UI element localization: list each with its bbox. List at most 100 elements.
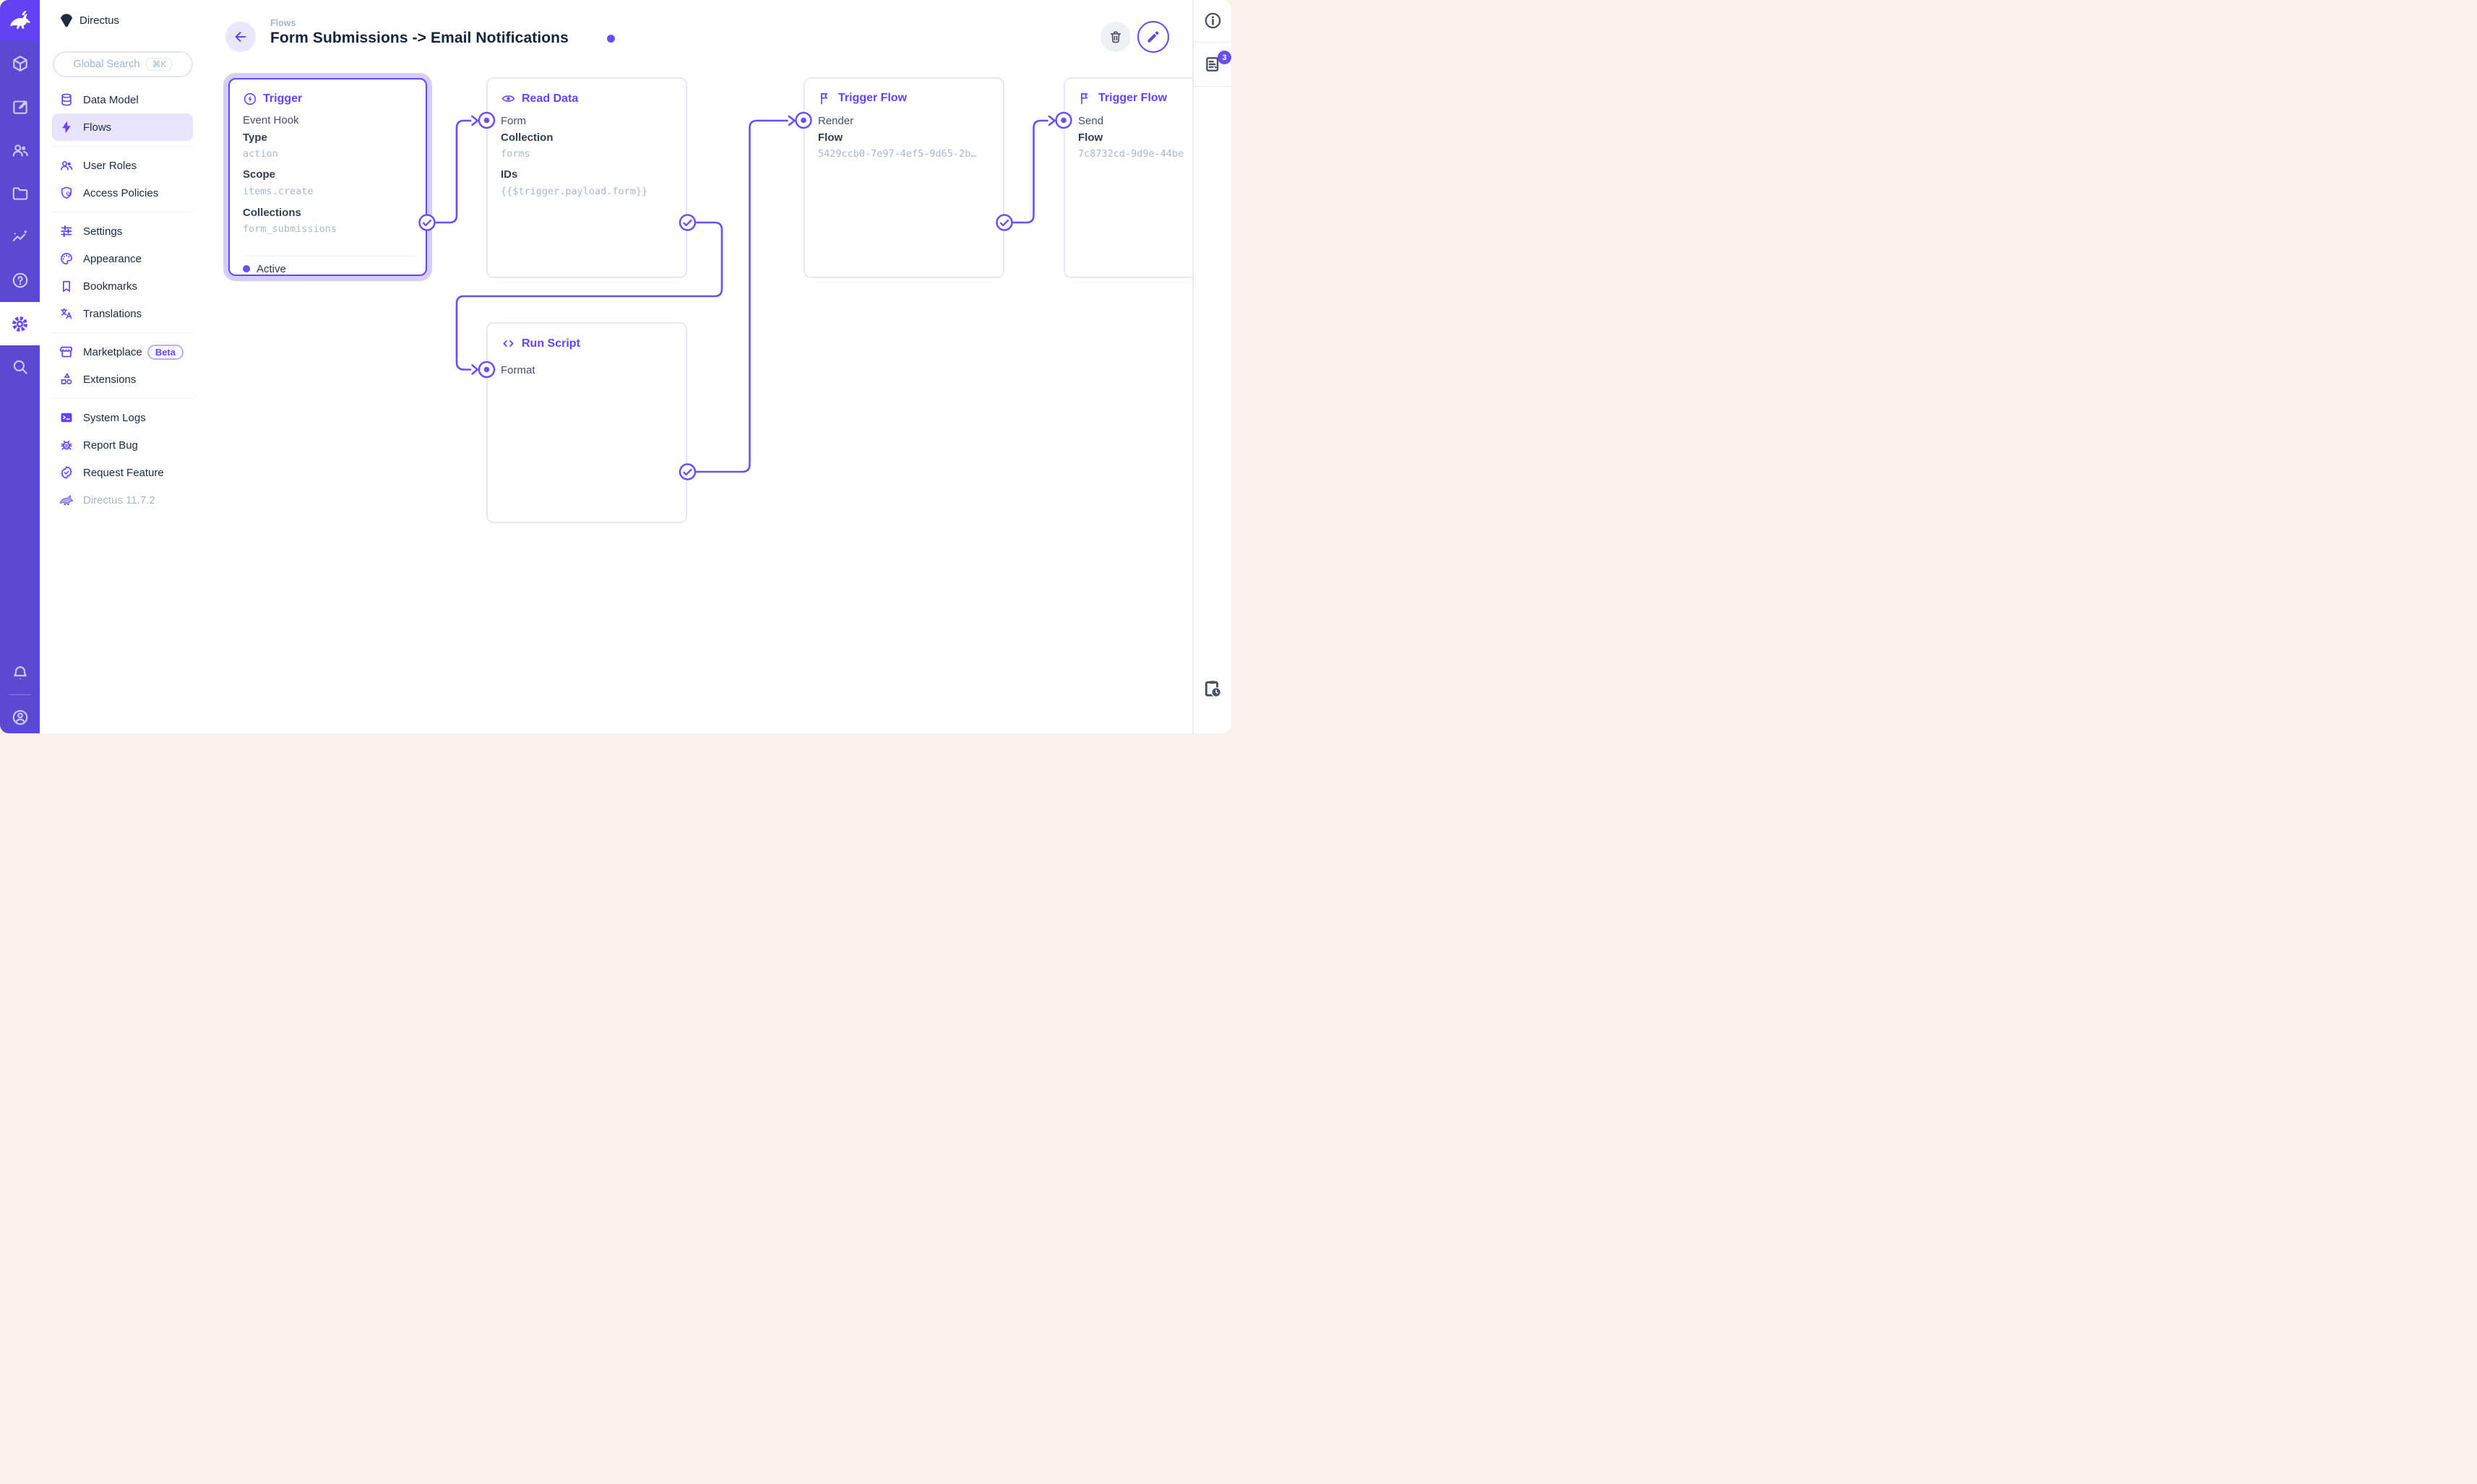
avatar-icon — [12, 709, 27, 725]
field-label: Scope — [243, 168, 276, 181]
sidebar-item-system-logs[interactable]: System Logs — [52, 404, 193, 431]
folder-icon — [12, 187, 27, 200]
panel-title: Read Data — [522, 92, 579, 105]
module-users[interactable] — [0, 139, 40, 161]
palette-icon — [59, 251, 74, 266]
info-button[interactable] — [1194, 11, 1231, 30]
flag-icon — [821, 92, 827, 105]
sidebar-item-user-roles[interactable]: User Roles — [52, 152, 193, 179]
back-button[interactable] — [225, 22, 256, 52]
beta-badge: Beta — [147, 344, 184, 360]
sidebar-item-bookmarks[interactable]: Bookmarks — [52, 272, 193, 300]
field-value: action — [243, 148, 278, 160]
account-button[interactable] — [0, 707, 40, 728]
sidebar-item-data-model[interactable]: Data Model — [52, 86, 193, 113]
sidebar-item-marketplace[interactable]: Marketplace Beta — [52, 338, 193, 366]
field-label: Flow — [818, 131, 843, 144]
wire-render-to-send — [1011, 119, 1048, 224]
arrow-left-icon — [235, 32, 246, 42]
sidebar-item-label: Settings — [83, 225, 123, 238]
extensions-icon — [59, 372, 74, 387]
search-icon — [13, 360, 27, 374]
edit-square-icon — [12, 100, 27, 114]
app-window: Directus Global Search ⌘K Data Model — [0, 0, 1231, 733]
panel-trigger-flow-render[interactable]: Trigger Flow Render Flow 5429ccb0-7e97-4… — [804, 77, 1004, 278]
field-label: Type — [243, 131, 267, 144]
field-label: Collections — [243, 207, 301, 219]
arrowhead-icon — [471, 115, 479, 126]
panel-trigger[interactable]: Trigger Event Hook Type action Scope ite… — [228, 78, 427, 276]
module-editor[interactable] — [0, 96, 40, 118]
operation-name: Send — [1078, 115, 1104, 127]
sidebar-item-report-bug[interactable]: Report Bug — [52, 431, 193, 459]
project-logo-icon — [60, 13, 73, 27]
module-help[interactable] — [0, 269, 40, 291]
help-icon — [12, 272, 27, 288]
rail-divider — [1194, 42, 1231, 43]
bell-icon — [13, 666, 27, 680]
sidebar: Directus Global Search ⌘K Data Model — [40, 0, 195, 733]
delete-flow-button[interactable] — [1100, 22, 1131, 52]
sidebar-item-appearance[interactable]: Appearance — [52, 245, 193, 272]
field-value: forms — [501, 148, 530, 160]
feature-badge-icon — [59, 465, 74, 480]
status-badge: Active — [243, 262, 286, 276]
wire-run-script-to-render — [694, 119, 788, 473]
project-header[interactable]: Directus — [40, 0, 195, 41]
edit-flow-button[interactable] — [1137, 21, 1169, 53]
module-settings-active[interactable] — [0, 302, 40, 345]
search-shortcut: ⌘K — [146, 58, 173, 71]
arrowhead-icon — [1048, 115, 1056, 126]
field-label: IDs — [501, 168, 518, 181]
flow-active-dot — [607, 35, 615, 43]
notifications-button[interactable] — [0, 663, 40, 684]
sidebar-item-label: Access Policies — [83, 186, 159, 199]
sidebar-item-extensions[interactable]: Extensions — [52, 366, 193, 393]
tune-icon — [59, 224, 74, 238]
sidebar-item-access-policies[interactable]: Access Policies — [52, 179, 193, 207]
user-roles-icon — [59, 158, 74, 173]
rabbit-version-icon — [59, 493, 74, 507]
global-search-input[interactable]: Global Search ⌘K — [53, 51, 193, 77]
sidebar-nav: Data Model Flows — [40, 86, 195, 514]
sidebar-item-label: Marketplace — [83, 345, 142, 358]
sidebar-item-label: Bookmarks — [83, 280, 138, 293]
panel-run-script[interactable]: Run Script Format — [486, 322, 687, 523]
sidebar-item-flows[interactable]: Flows — [52, 113, 193, 141]
field-label: Collection — [501, 131, 553, 144]
sidebar-item-settings[interactable]: Settings — [52, 217, 193, 245]
notices-count-badge: 3 — [1218, 51, 1231, 64]
pending-revisions-button[interactable] — [1194, 678, 1231, 699]
sidebar-item-translations[interactable]: Translations — [52, 300, 193, 327]
info-icon — [1205, 12, 1220, 29]
panel-trigger-header: Trigger — [243, 92, 302, 106]
module-content[interactable] — [0, 53, 40, 74]
breadcrumb[interactable]: Flows — [270, 18, 296, 28]
arrowhead-icon — [788, 115, 796, 126]
insights-icon — [12, 230, 27, 241]
directus-logo[interactable] — [0, 0, 40, 41]
panel-title: Trigger Flow — [1098, 92, 1168, 104]
field-value: 5429ccb0-7e97-4ef5-9d65-2b… — [818, 148, 977, 160]
sidebar-item-request-feature[interactable]: Request Feature — [52, 459, 193, 486]
module-files[interactable] — [0, 183, 40, 204]
sidebar-item-label: Data Model — [83, 93, 139, 106]
clipboard-clock-icon — [1205, 681, 1222, 698]
panel-read-data-header: Read Data — [501, 91, 578, 106]
module-insights[interactable] — [0, 226, 40, 248]
panel-read-data[interactable]: Read Data Form Collection forms IDs {{$t… — [486, 77, 687, 278]
module-bar — [0, 0, 40, 733]
terminal-icon — [59, 410, 74, 425]
operation-name: Render — [818, 115, 854, 127]
flag-icon — [1081, 92, 1087, 105]
sidebar-item-label: Appearance — [83, 252, 142, 265]
storefront-icon — [59, 345, 74, 359]
wire-trigger-to-read-data — [434, 119, 472, 224]
bookmark-icon — [59, 279, 74, 293]
module-search[interactable] — [0, 356, 40, 378]
rail-divider — [1194, 86, 1231, 87]
field-label: Flow — [1078, 131, 1103, 144]
logs-button[interactable] — [1194, 55, 1231, 74]
sidebar-item-label: Request Feature — [83, 466, 164, 479]
page-title: Form Submissions -> Email Notifications — [270, 30, 569, 46]
